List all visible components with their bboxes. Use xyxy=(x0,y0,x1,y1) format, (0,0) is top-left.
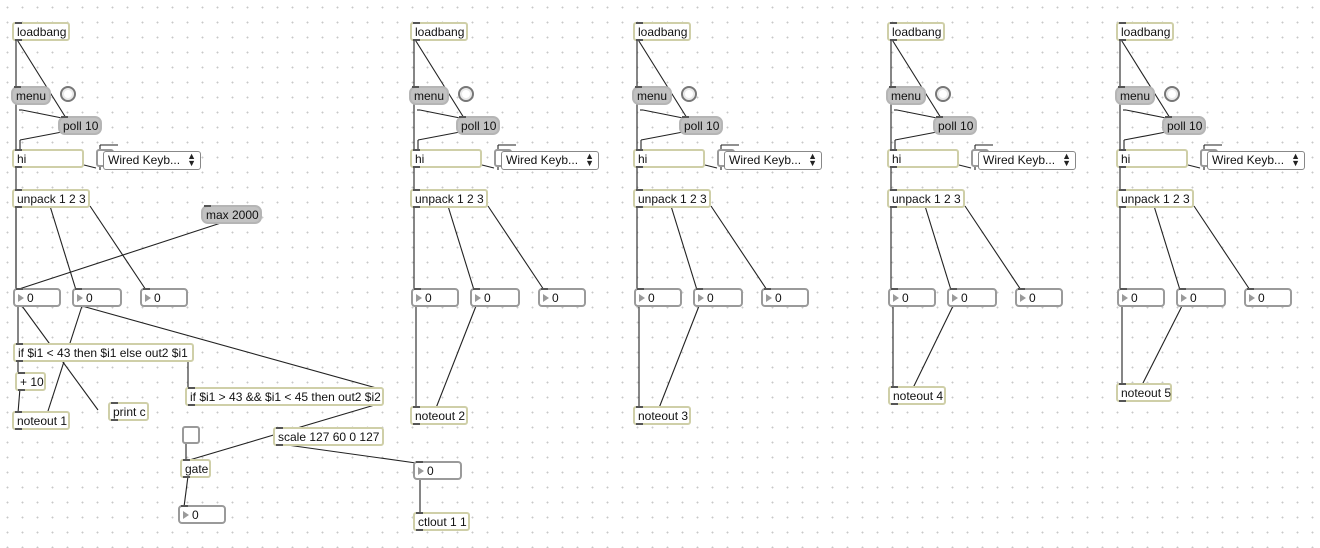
device-umenu[interactable]: Wired Keyb... ▲▼ xyxy=(103,151,201,170)
unpack-object[interactable]: unpack 1 2 3 xyxy=(887,189,965,208)
device-umenu[interactable]: Wired Keyb... ▲▼ xyxy=(501,151,599,170)
unpack-object[interactable]: unpack 1 2 3 xyxy=(12,189,90,208)
loadbang-object[interactable]: loadbang xyxy=(12,22,70,41)
toggle-icon[interactable] xyxy=(182,426,200,444)
menu-message[interactable]: menu xyxy=(409,86,449,105)
umenu-label: Wired Keyb... xyxy=(1212,153,1285,167)
number-box[interactable]: 0 xyxy=(411,288,459,307)
hi-object[interactable]: hi xyxy=(887,149,959,168)
number-box[interactable]: 0 xyxy=(1244,288,1292,307)
device-umenu[interactable]: Wired Keyb... ▲▼ xyxy=(1207,151,1305,170)
hi-object[interactable]: hi xyxy=(410,149,482,168)
number-box[interactable]: 0 xyxy=(470,288,520,307)
number-box[interactable]: 0 xyxy=(140,288,188,307)
poll-message[interactable]: poll 10 xyxy=(456,116,500,135)
number-box[interactable]: 0 xyxy=(761,288,809,307)
poll-message[interactable]: poll 10 xyxy=(679,116,723,135)
noteout-object[interactable]: noteout 2 xyxy=(410,406,468,425)
bang-icon[interactable] xyxy=(681,86,697,102)
number-box[interactable]: 0 xyxy=(888,288,936,307)
noteout-object[interactable]: noteout 4 xyxy=(888,386,946,405)
updown-arrows-icon: ▲▼ xyxy=(187,151,196,168)
umenu-label: Wired Keyb... xyxy=(729,153,802,167)
noteout-object[interactable]: noteout 3 xyxy=(633,406,691,425)
number-box[interactable]: 0 xyxy=(13,288,61,307)
poll-message[interactable]: poll 10 xyxy=(1162,116,1206,135)
noteout-object[interactable]: noteout 1 xyxy=(12,411,70,430)
number-box[interactable]: 0 xyxy=(413,461,462,480)
menu-message[interactable]: menu xyxy=(632,86,672,105)
hi-object[interactable]: hi xyxy=(633,149,705,168)
ctlout-object[interactable]: ctlout 1 1 xyxy=(413,512,470,531)
loadbang-object[interactable]: loadbang xyxy=(1116,22,1174,41)
device-umenu[interactable]: Wired Keyb... ▲▼ xyxy=(978,151,1076,170)
plus-object[interactable]: + 10 xyxy=(15,372,46,391)
if-object[interactable]: if $i1 > 43 && $i1 < 45 then out2 $i2 xyxy=(185,387,384,406)
umenu-label: Wired Keyb... xyxy=(983,153,1056,167)
poll-message[interactable]: poll 10 xyxy=(58,116,102,135)
print-object[interactable]: print c xyxy=(108,402,149,421)
unpack-object[interactable]: unpack 1 2 3 xyxy=(410,189,488,208)
unpack-object[interactable]: unpack 1 2 3 xyxy=(1116,189,1194,208)
number-box[interactable]: 0 xyxy=(1015,288,1063,307)
bang-icon[interactable] xyxy=(1164,86,1180,102)
number-box[interactable]: 0 xyxy=(947,288,997,307)
loadbang-object[interactable]: loadbang xyxy=(633,22,691,41)
number-box[interactable]: 0 xyxy=(178,505,226,524)
updown-arrows-icon: ▲▼ xyxy=(1062,151,1071,168)
poll-message[interactable]: poll 10 xyxy=(933,116,977,135)
loadbang-object[interactable]: loadbang xyxy=(410,22,468,41)
umenu-label: Wired Keyb... xyxy=(506,153,579,167)
bang-icon[interactable] xyxy=(935,86,951,102)
menu-message[interactable]: menu xyxy=(886,86,926,105)
number-box[interactable]: 0 xyxy=(693,288,743,307)
number-box[interactable]: 0 xyxy=(538,288,586,307)
loadbang-object[interactable]: loadbang xyxy=(887,22,945,41)
number-box[interactable]: 0 xyxy=(1117,288,1165,307)
updown-arrows-icon: ▲▼ xyxy=(808,151,817,168)
bang-icon[interactable] xyxy=(60,86,76,102)
number-box[interactable]: 0 xyxy=(1176,288,1226,307)
if-object[interactable]: if $i1 < 43 then $i1 else out2 $i1 xyxy=(13,343,194,362)
menu-message[interactable]: menu xyxy=(11,86,51,105)
noteout-object[interactable]: noteout 5 xyxy=(1116,383,1172,402)
menu-message[interactable]: menu xyxy=(1115,86,1155,105)
updown-arrows-icon: ▲▼ xyxy=(1291,151,1300,168)
number-box[interactable]: 0 xyxy=(634,288,682,307)
umenu-label: Wired Keyb... xyxy=(108,153,181,167)
number-box[interactable]: 0 xyxy=(72,288,122,307)
scale-object[interactable]: scale 127 60 0 127 xyxy=(273,427,384,446)
max-message[interactable]: max 2000 xyxy=(201,205,262,224)
bang-icon[interactable] xyxy=(458,86,474,102)
hi-object[interactable]: hi xyxy=(12,149,84,168)
hi-object[interactable]: hi xyxy=(1116,149,1188,168)
device-umenu[interactable]: Wired Keyb... ▲▼ xyxy=(724,151,822,170)
gate-object[interactable]: gate xyxy=(180,459,211,478)
unpack-object[interactable]: unpack 1 2 3 xyxy=(633,189,711,208)
updown-arrows-icon: ▲▼ xyxy=(585,151,594,168)
